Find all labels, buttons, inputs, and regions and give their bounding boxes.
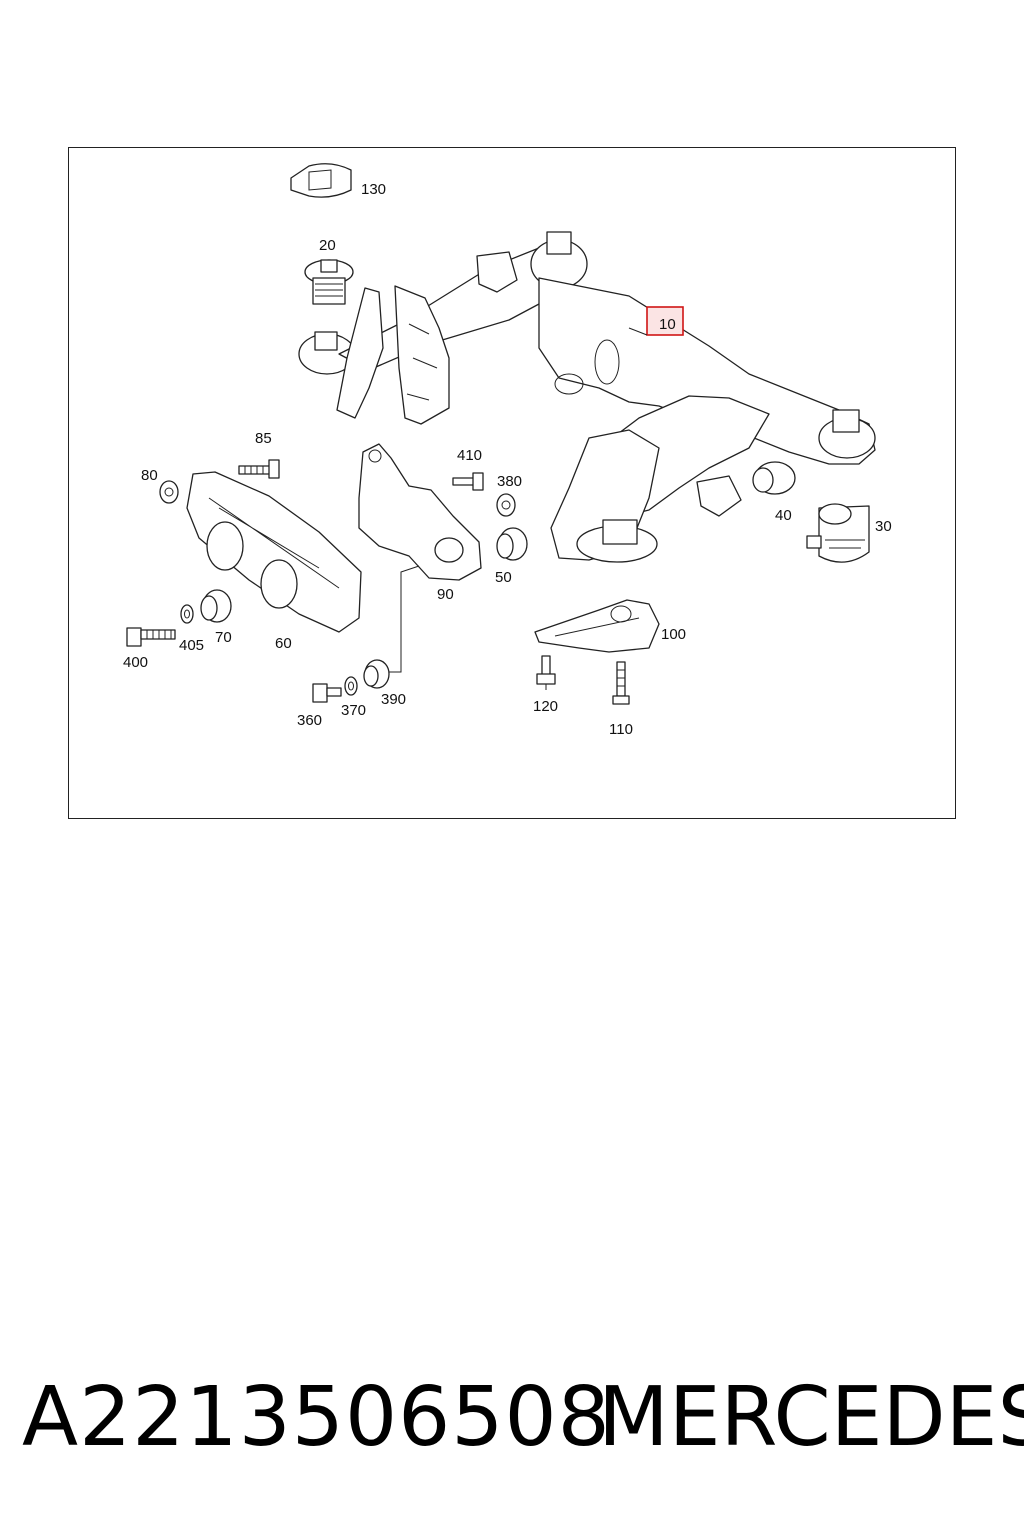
part-80-nut[interactable] <box>159 480 179 504</box>
callout-360[interactable]: 360 <box>297 712 322 729</box>
callout-405[interactable]: 405 <box>179 637 204 654</box>
callout-40[interactable]: 40 <box>775 507 792 524</box>
callout-390[interactable]: 390 <box>381 691 406 708</box>
highlight-10-box <box>646 306 684 336</box>
callout-80[interactable]: 80 <box>141 467 158 484</box>
parts-diagram: 130 20 <box>123 163 892 738</box>
part-20-mount[interactable] <box>304 259 354 305</box>
callout-370[interactable]: 370 <box>341 702 366 719</box>
callout-20[interactable]: 20 <box>319 237 336 254</box>
part-380-nut[interactable] <box>496 493 516 517</box>
brand-name: MERCEDES <box>598 1370 1024 1465</box>
part-370-washer[interactable] <box>344 676 358 696</box>
callout-90[interactable]: 90 <box>437 586 454 603</box>
part-100-shield[interactable] <box>534 599 660 653</box>
part-90-bracket[interactable] <box>358 443 482 581</box>
part-50-bushing[interactable] <box>496 527 528 561</box>
callout-410[interactable]: 410 <box>457 447 482 464</box>
part-405-washer[interactable] <box>180 604 194 624</box>
part-360-bolt[interactable] <box>312 683 342 703</box>
part-130-clip[interactable] <box>290 163 352 198</box>
callout-70[interactable]: 70 <box>215 629 232 646</box>
part-85-bolt[interactable] <box>238 459 280 479</box>
callout-10[interactable]: 10 <box>659 316 676 333</box>
part-60-plate[interactable] <box>186 471 362 633</box>
parts-diagram-frame: 130 20 <box>68 147 956 819</box>
callout-100[interactable]: 100 <box>661 626 686 643</box>
callout-30[interactable]: 30 <box>875 518 892 535</box>
footer: A2213506508 MERCEDES <box>0 1370 1024 1470</box>
callout-60[interactable]: 60 <box>275 635 292 652</box>
part-30-mount[interactable] <box>806 503 870 563</box>
callout-120[interactable]: 120 <box>533 698 558 715</box>
part-number: A2213506508 <box>22 1370 611 1465</box>
callout-110[interactable]: 110 <box>609 721 633 738</box>
callout-85[interactable]: 85 <box>255 430 272 447</box>
callout-50[interactable]: 50 <box>495 569 512 586</box>
part-120-screw[interactable] <box>536 655 556 690</box>
part-10-subframe[interactable] <box>298 231 876 563</box>
part-110-screw[interactable] <box>612 661 630 705</box>
callout-130[interactable]: 130 <box>361 181 386 198</box>
part-390-bushing[interactable] <box>363 659 390 689</box>
part-70-bushing[interactable] <box>200 589 232 623</box>
leader-390 <box>389 565 420 673</box>
part-400-bolt[interactable] <box>126 627 176 647</box>
callout-380[interactable]: 380 <box>497 473 522 490</box>
callout-400[interactable]: 400 <box>123 654 148 671</box>
leader-10 <box>628 327 648 336</box>
part-40-bushing[interactable] <box>752 461 796 495</box>
part-410-bolt[interactable] <box>452 472 484 491</box>
